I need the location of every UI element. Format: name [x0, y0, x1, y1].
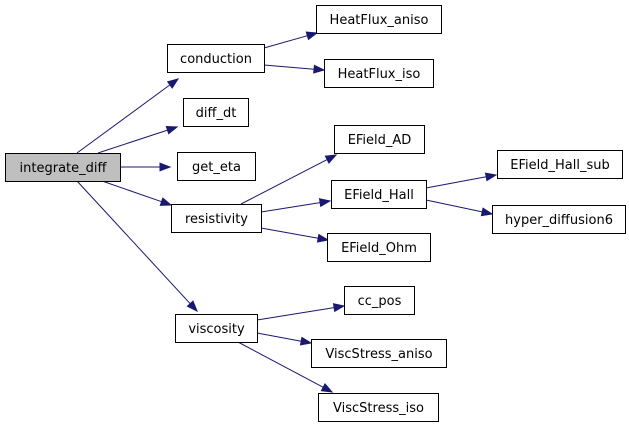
arrowhead-icon [305, 31, 319, 41]
arrowhead-icon [186, 300, 198, 313]
edge-resistivity-to-EField_Ohm [260, 227, 330, 243]
node-label: ViscStress_iso [333, 401, 424, 416]
node-heatflux-aniso[interactable]: HeatFlux_aniso [316, 5, 442, 34]
node-label: resistivity [185, 212, 248, 227]
edge-resistivity-to-EField_AD [240, 154, 338, 205]
arrowhead-icon [324, 154, 338, 164]
node-cc-pos[interactable]: cc_pos [344, 286, 415, 315]
edge-viscosity-to-cc_pos [256, 303, 346, 321]
node-box [497, 150, 623, 179]
arrowhead-icon [299, 336, 313, 346]
arrowhead-icon [316, 233, 330, 243]
edge-integrate_diff-to-conduction [76, 78, 180, 154]
node-conduction[interactable]: conduction [167, 44, 265, 73]
node-box [318, 393, 439, 422]
edge-EField_Hall-to-hyper_diffusion6 [425, 199, 494, 217]
arrowhead-icon [165, 125, 179, 135]
edge-line [425, 176, 487, 189]
arrowhead-icon [159, 197, 173, 206]
edge-conduction-to-HeatFlux_iso [263, 64, 326, 74]
edge-line [256, 307, 335, 321]
node-label: hyper_diffusion6 [505, 213, 613, 228]
node-get-eta[interactable]: get_eta [177, 152, 256, 181]
arrowhead-icon [313, 64, 326, 74]
edge-conduction-to-HeatFlux_aniso [263, 31, 319, 49]
edge-line [101, 180, 162, 203]
node-integrate-diff[interactable]: integrate_diff [5, 153, 121, 182]
edge-integrate_diff-to-resistivity [101, 180, 173, 206]
node-diff-dt[interactable]: diff_dt [183, 98, 249, 127]
node-viscstress-iso[interactable]: ViscStress_iso [318, 393, 439, 422]
edge-line [237, 341, 324, 388]
node-box [175, 314, 258, 343]
node-label: EField_Hall_sub [510, 158, 609, 173]
node-label: EField_AD [348, 133, 412, 148]
edge-line [240, 159, 328, 205]
edge-line [76, 84, 171, 154]
node-viscstress-aniso[interactable]: ViscStress_aniso [311, 339, 447, 368]
node-label: viscosity [188, 322, 245, 337]
edge-layer [76, 31, 498, 393]
node-label: diff_dt [196, 106, 237, 121]
node-heatflux-iso[interactable]: HeatFlux_iso [324, 59, 434, 88]
edge-line [256, 332, 302, 342]
node-box [311, 339, 447, 368]
node-box [5, 153, 121, 182]
node-layer: integrate_diff conduction diff_dt get_etare… [5, 5, 626, 422]
edge-viscosity-to-ViscStress_aniso [256, 332, 313, 346]
node-efield-hall-sub[interactable]: EField_Hall_sub [497, 150, 623, 179]
node-box [177, 152, 256, 181]
arrowhead-icon [159, 162, 172, 172]
node-box [183, 98, 249, 127]
edge-integrate_diff-to-diff_dt [97, 125, 179, 154]
node-hyper-diffusion6[interactable]: hyper_diffusion6 [492, 205, 626, 234]
node-efield-ohm[interactable]: EField_Ohm [327, 233, 431, 262]
edge-line [425, 199, 483, 213]
edge-line [97, 129, 168, 154]
node-label: HeatFlux_iso [338, 67, 421, 82]
node-box [316, 5, 442, 34]
node-box [334, 125, 425, 154]
edge-line [260, 202, 321, 213]
edge-integrate_diff-to-get_eta [120, 162, 172, 172]
arrowhead-icon [320, 383, 334, 393]
node-box [167, 44, 265, 73]
node-box [331, 180, 427, 209]
node-label: EField_Hall [344, 188, 414, 203]
arrowhead-icon [480, 207, 494, 217]
node-resistivity[interactable]: resistivity [171, 204, 262, 233]
arrowhead-icon [318, 198, 332, 208]
node-box [324, 59, 434, 88]
node-box [344, 286, 415, 315]
edge-resistivity-to-EField_Hall [260, 198, 332, 213]
node-label: ViscStress_aniso [325, 347, 432, 362]
node-label: EField_Ohm [341, 241, 417, 256]
node-efield-hall[interactable]: EField_Hall [331, 180, 427, 209]
node-viscosity[interactable]: viscosity [175, 314, 258, 343]
node-box [492, 205, 626, 234]
edge-line [263, 64, 315, 70]
node-label: get_eta [192, 160, 241, 175]
node-box [171, 204, 262, 233]
edge-line [263, 35, 308, 49]
node-label: HeatFlux_aniso [330, 13, 429, 28]
node-box [327, 233, 431, 262]
edge-integrate_diff-to-viscosity [76, 180, 198, 313]
node-label: cc_pos [358, 294, 402, 309]
edge-viscosity-to-ViscStress_iso [237, 341, 334, 393]
edge-line [260, 227, 319, 239]
edge-line [76, 180, 191, 305]
arrowhead-icon [332, 303, 346, 313]
node-efield-ad[interactable]: EField_AD [334, 125, 425, 154]
arrowhead-icon [166, 78, 180, 89]
node-label: conduction [180, 52, 252, 67]
arrowhead-icon [484, 172, 498, 182]
node-label: integrate_diff [20, 161, 108, 176]
edge-EField_Hall-to-EField_Hall_sub [425, 172, 498, 189]
